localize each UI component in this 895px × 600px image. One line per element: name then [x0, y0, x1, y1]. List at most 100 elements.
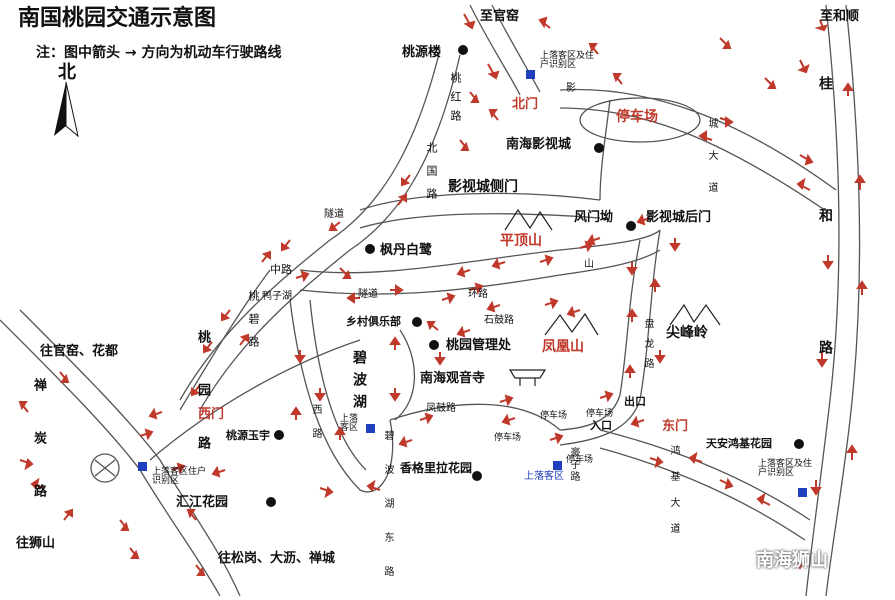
landmark-tianan: 天安鸿基花园 [706, 437, 772, 450]
landmark-dot [794, 439, 804, 449]
traffic-arrow [719, 37, 732, 49]
landmark-xiangge: 香格里拉花园 [400, 461, 473, 475]
traffic-arrow [295, 270, 310, 283]
parking-ring [579, 97, 701, 143]
landmark-dot [274, 430, 284, 440]
landmark-club: 乡村俱乐部 [346, 315, 401, 328]
road-label-zhonglu: 中路 [270, 263, 292, 276]
traffic-arrow [624, 364, 636, 378]
traffic-arrow [649, 456, 664, 469]
fenghuang-mountain [544, 312, 599, 336]
gate-north: 北门 [512, 97, 539, 112]
traffic-arrow [334, 426, 346, 440]
landmark-dot [594, 143, 604, 153]
traffic-arrow [148, 407, 163, 420]
pickup-marker [138, 462, 147, 471]
landmark-fengdan: 枫丹白鹭 [380, 243, 433, 258]
traffic-arrow [456, 265, 471, 278]
traffic-arrow [281, 239, 291, 252]
direction-top-right: 至和顺 [820, 9, 860, 24]
traffic-arrow [630, 415, 645, 428]
traffic-arrow [816, 352, 828, 368]
landmark-mgmt: 桃园管理处 [446, 338, 512, 353]
landmark-nanhai-ying: 南海影视城 [506, 137, 572, 152]
traffic-arrow [491, 257, 506, 270]
road-label-taoyuan: 桃园路 [195, 330, 210, 489]
traffic-arrow [799, 153, 814, 166]
traffic-arrow [822, 255, 834, 270]
traffic-arrow [756, 492, 771, 506]
traffic-arrow [499, 394, 514, 407]
landmark-fengmen: 风门坳 [574, 210, 614, 225]
gate-entrance: 入口 [590, 419, 612, 432]
traffic-arrow [346, 292, 360, 304]
road-label-ying: 影 [566, 83, 576, 94]
pickup-east: 上落客区及住户识别区 [758, 459, 813, 478]
traffic-arrow [389, 388, 401, 402]
traffic-arrow [810, 480, 822, 496]
traffic-arrow [626, 308, 638, 322]
traffic-arrow [698, 130, 713, 142]
top-road-edge [491, 4, 541, 93]
taohong-road [179, 49, 441, 401]
traffic-arrow [426, 321, 439, 331]
pickup-west: 上落客区住户识别区 [152, 467, 207, 486]
direction-bottom: 往松岗、大沥、禅城 [218, 551, 336, 566]
temple-icon [508, 369, 547, 386]
traffic-arrow [30, 477, 45, 490]
traffic-arrow [488, 109, 499, 121]
pickup-marker [366, 424, 375, 433]
road-label-taobi: 桃碧路 [247, 290, 260, 359]
landmark-yuyu: 桃源玉宇 [226, 429, 270, 442]
traffic-arrows [18, 13, 868, 576]
traffic-arrow [669, 238, 681, 252]
gate-east: 东门 [662, 419, 689, 434]
traffic-arrow [398, 435, 413, 448]
road-label-hongji: 鸿基大道 [668, 445, 679, 549]
gate-west: 西门 [198, 407, 225, 422]
traffic-arrow [328, 221, 341, 231]
road-label-bibo-east: 碧波湖东路 [382, 430, 393, 600]
gate-exit: 出口 [624, 395, 646, 408]
map-note: 注：图中箭头 → 方向为机动车行驶路线 [36, 45, 282, 61]
traffic-arrow [401, 174, 411, 187]
landmark-dot [626, 221, 636, 231]
pickup-south: 上落客区 [524, 471, 564, 482]
area-pingding: 平顶山 [500, 233, 542, 249]
traffic-arrow [239, 333, 249, 346]
landmark-dot [365, 244, 375, 254]
traffic-arrow [339, 267, 352, 279]
traffic-arrow [599, 390, 614, 403]
direction-left: 往官窑、花都 [40, 344, 119, 359]
ying-side-road [359, 192, 601, 211]
parking-lot: 停车场 [566, 455, 594, 465]
parking-lot: 停车场 [586, 409, 614, 419]
traffic-arrow [469, 91, 480, 103]
pingding-mountain [504, 208, 553, 231]
traffic-arrow [441, 292, 456, 305]
traffic-arrow [59, 371, 70, 383]
traffic-arrow [814, 19, 828, 32]
parking-lot: 停车场 [540, 411, 568, 421]
traffic-arrow [654, 350, 666, 364]
landmark-dot [266, 497, 276, 507]
traffic-arrow [459, 139, 470, 151]
roundabout [90, 453, 120, 483]
traffic-arrow [129, 547, 140, 559]
traffic-arrow [261, 250, 271, 263]
traffic-arrow [221, 309, 231, 322]
traffic-arrow [636, 213, 651, 226]
road-label-xi: 西路 [310, 404, 321, 452]
traffic-arrow [456, 325, 471, 338]
traffic-arrow [688, 451, 703, 464]
map-title: 南国桃园交通示意图 [18, 6, 217, 31]
panlong-road-edge [559, 239, 641, 431]
traffic-arrow [469, 282, 484, 295]
road-label-taohong: 桃红路 [449, 72, 462, 129]
north-arrow-icon [54, 81, 79, 138]
road-label-panlong: 盘龙路 [642, 318, 653, 378]
area-yazi-lake: 鸭子湖 [262, 291, 292, 302]
road-label-chantan: 禅炭路 [31, 378, 46, 537]
hongji-dadao [599, 429, 811, 521]
traffic-arrow [211, 465, 226, 478]
